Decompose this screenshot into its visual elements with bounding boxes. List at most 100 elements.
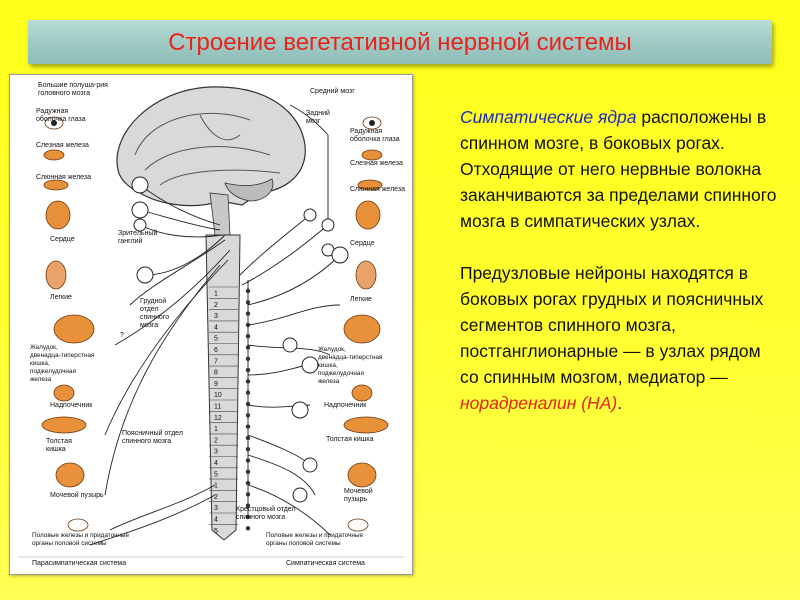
segment-label: 2 [214,437,218,444]
lacrimal-right [361,149,383,161]
ganglion [133,218,147,232]
chain-node [245,334,251,339]
paragraph-preganglionic: Предузловые нейроны находятся в боковых … [460,260,780,416]
segment-label: 10 [214,392,222,399]
stomach-right [343,314,381,344]
label-heart-left: Сердце [50,236,75,243]
chain-node [245,447,251,452]
label-lacrimal-right: Слезная железа [350,160,403,167]
label-midbrain: Средний мозг [310,87,355,95]
chain-node [245,480,251,486]
ganglion [282,337,298,353]
chain-node [245,288,251,294]
chain-node [245,413,251,418]
segment-label: 1 [214,291,218,298]
segment-label: 5 [214,471,218,478]
segment-label: 3 [214,505,218,512]
chain-node [245,435,251,441]
bladder-left [55,462,85,488]
lungs-right [355,260,377,290]
slide-title: Строение вегетативной нервной системы [168,29,632,56]
genitals-left [67,518,89,532]
segment-label: 9 [214,381,218,388]
chain-node [245,379,251,384]
segment-label: 4 [214,324,218,331]
chain-node [245,424,251,429]
ganglion [331,246,349,264]
segment-label: 7 [214,358,218,365]
label-salivary-left: Слюнная железа [36,174,91,181]
label-heart-right: Сердце [350,240,375,247]
heart-right [355,200,381,230]
segment-label: 2 [214,302,218,309]
genitals-right [347,518,369,532]
paragraph-sympathetic-nuclei: Симпатические ядра расположены в спинном… [460,104,780,234]
lacrimal-left [43,149,65,161]
adrenal-right [351,384,373,402]
stomach-left [53,314,95,344]
heart-left [45,200,71,230]
bladder-right [347,462,377,488]
segment-label: 3 [214,313,218,320]
segment-label: 6 [214,347,218,354]
chain-node [245,526,251,531]
label-colon-right: Толстая кишка [326,436,374,443]
brain-illustration [116,86,306,236]
chain-node [245,367,251,373]
label-salivary-right: Слюнная железа [350,186,405,193]
ganglion [131,201,149,219]
salivary-right [357,179,383,191]
ganglion [321,218,335,232]
paragraph-1-text: расположены в спинном мозге, в боковых р… [460,107,777,231]
chain-node [245,492,251,497]
segment-label: 5 [214,528,218,535]
segment-label: 1 [214,483,218,490]
ganglion [136,266,154,284]
colon-right [343,416,389,434]
segment-label: 4 [214,460,218,467]
label-adrenal-right: Надпочечник [324,402,367,409]
chain-node [245,469,251,474]
segment-label: 4 [214,517,218,524]
label-lacrimal-left: Слезная железа [36,142,89,149]
label-lungs-right: Легкие [350,296,372,303]
label-adrenal-left: Надпочечник [50,402,93,409]
ganglia [131,176,349,503]
label-sympathetic: Симпатическая система [286,560,365,567]
title-bar: Строение вегетативной нервной системы [28,20,772,64]
chain-node [245,503,251,508]
chain-node [245,390,251,395]
segment-label: 2 [214,494,218,501]
paragraph-2-end: . [617,393,623,413]
chain-node [245,300,251,305]
ganglion [131,176,149,194]
segment-label: 11 [214,404,221,411]
description-text: Симпатические ядра расположены в спинном… [460,104,780,416]
adrenal-left [53,384,75,402]
ganglion [291,401,309,419]
organs [41,116,389,532]
mediator-term: норадреналин (НА) [460,393,618,413]
colon-left [41,416,87,434]
ganglion [301,356,319,374]
segment-label: 12 [214,415,222,422]
chain-node [245,356,251,361]
ganglion [303,208,317,222]
sympathetic-nuclei-term: Симпатические ядра [460,107,637,127]
chain-node [245,458,251,463]
segment-label: 8 [214,370,218,377]
